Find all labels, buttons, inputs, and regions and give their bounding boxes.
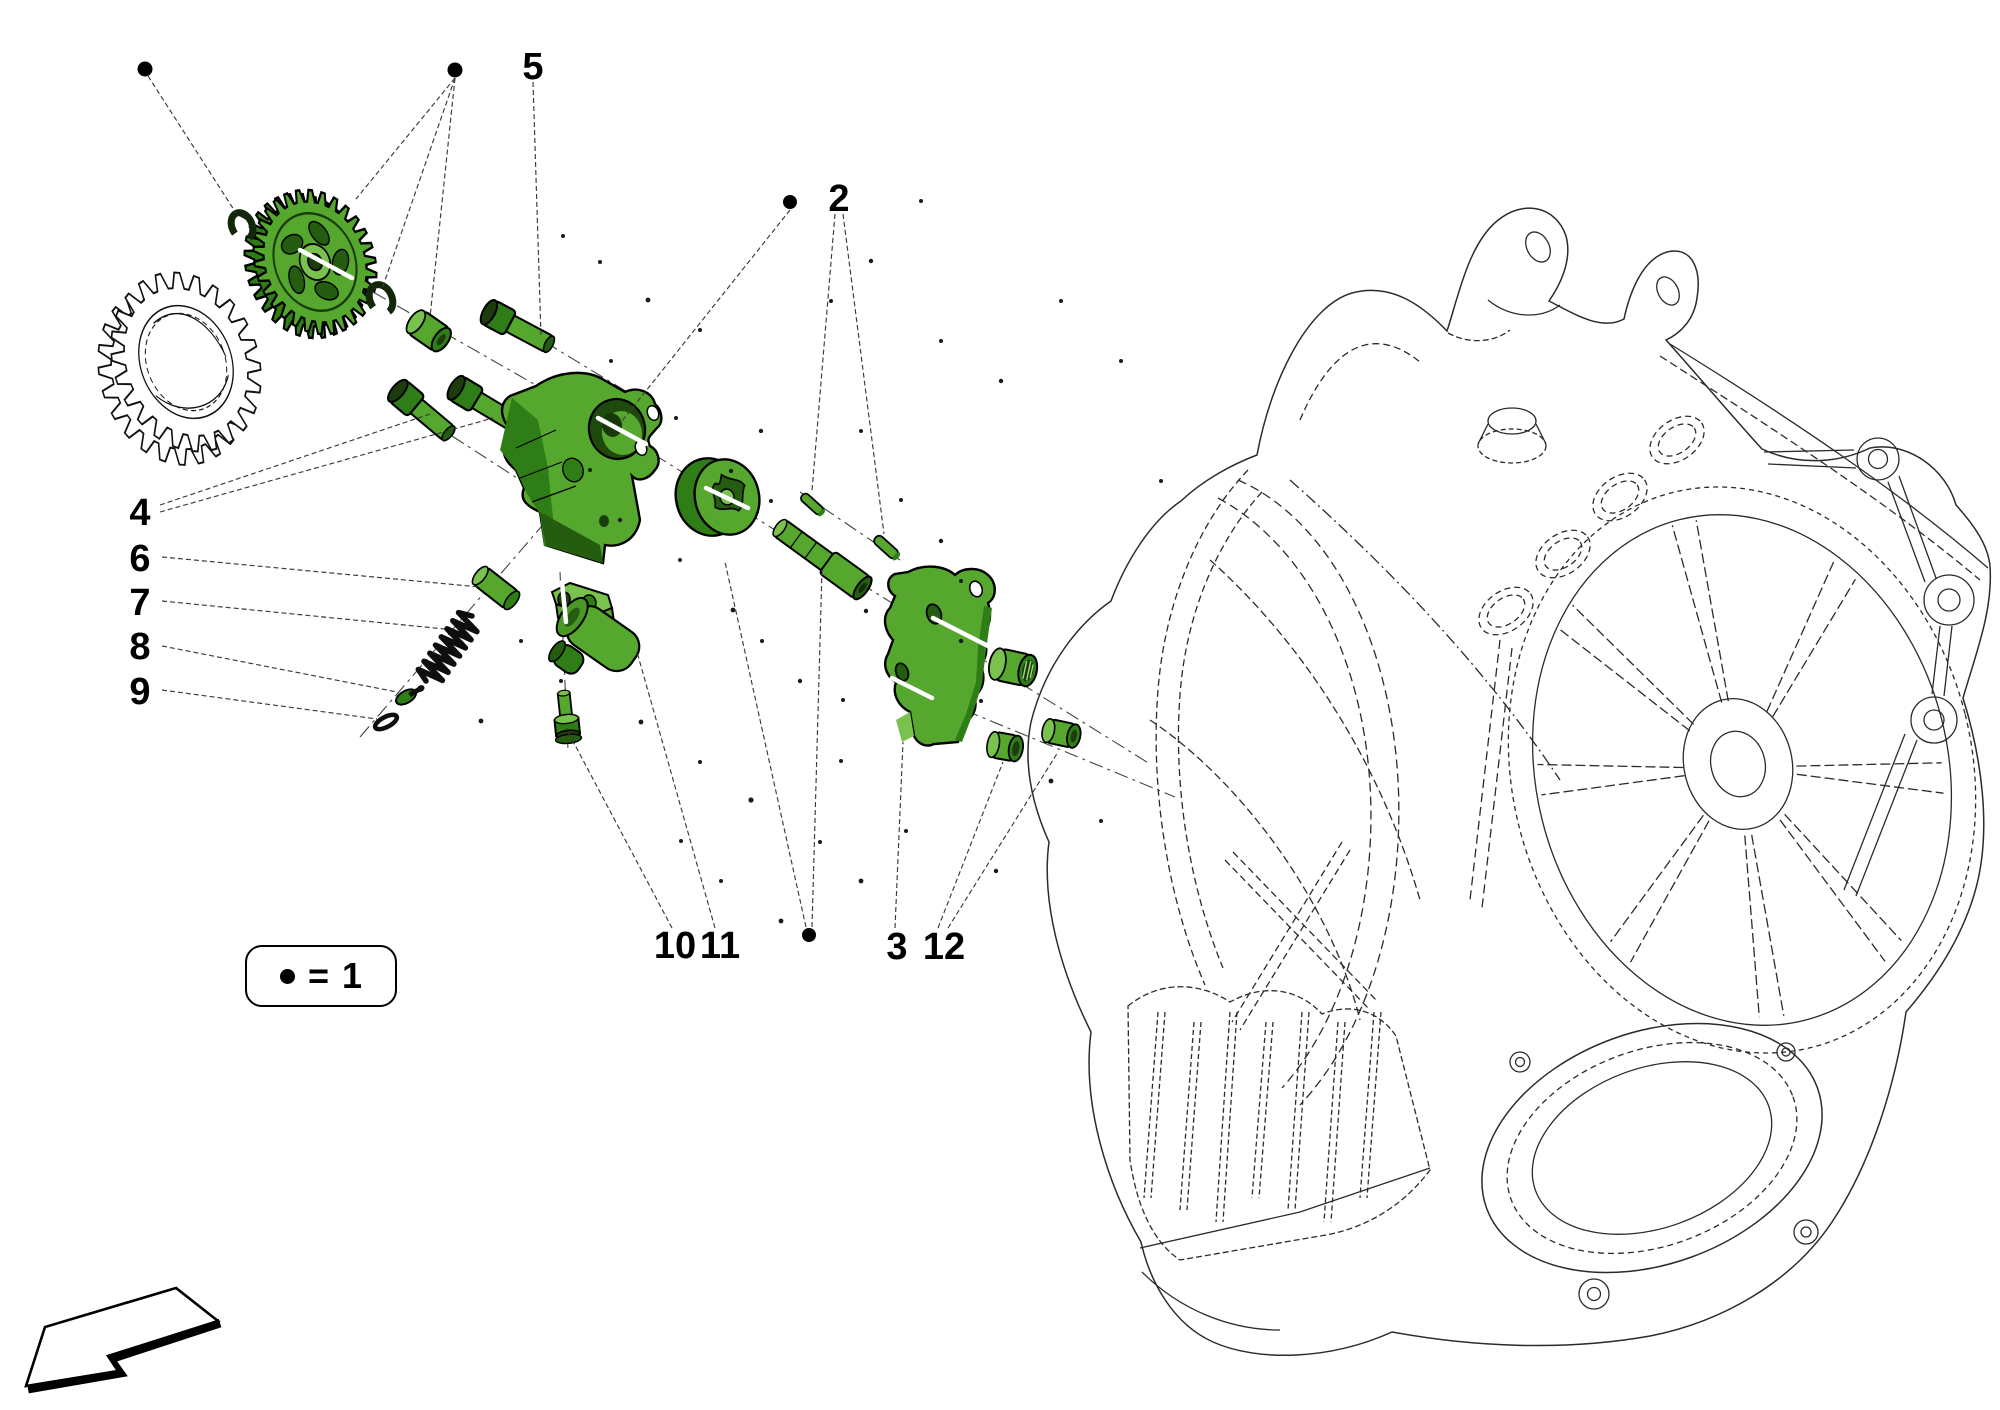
bolt-10 xyxy=(553,689,583,745)
circlip-icon xyxy=(365,281,397,317)
oil-pump-sprocket xyxy=(243,188,378,340)
bolt-5 xyxy=(479,298,556,354)
bullet-icon xyxy=(802,928,816,942)
circlip-icon xyxy=(227,209,257,243)
bushing xyxy=(1041,718,1082,749)
sprocket-spacer xyxy=(405,309,452,353)
bullet-icon xyxy=(137,61,153,77)
assembly-bullet-markers xyxy=(137,61,816,942)
oil-pump-body xyxy=(500,371,663,565)
stipple-dots xyxy=(478,199,1163,924)
gearbox-housing-line-art xyxy=(1027,207,1992,1357)
bullet-icon xyxy=(447,62,463,78)
relief-valve-spring xyxy=(415,609,480,684)
oil-jet-roller xyxy=(548,581,641,675)
bullet-icon xyxy=(783,195,797,209)
callout-lines xyxy=(147,75,1059,929)
bolt-4a xyxy=(387,378,456,442)
legend-equals: = xyxy=(307,955,329,996)
pump-rotor xyxy=(674,457,761,537)
callout-label-4: 4 xyxy=(129,492,151,534)
callout-label-2: 2 xyxy=(828,178,850,220)
callout-label-10: 10 xyxy=(653,925,697,967)
callout-label-9: 9 xyxy=(129,671,151,713)
callout-label-8: 8 xyxy=(129,626,151,668)
valve-poppet xyxy=(395,685,425,706)
pump-cover xyxy=(883,565,996,747)
legend-box: = 1 xyxy=(245,945,397,1007)
dowel-pin xyxy=(873,534,901,561)
pump-shaft xyxy=(772,518,873,601)
callout-label-11: 11 xyxy=(699,925,741,967)
callout-label-7: 7 xyxy=(129,582,151,624)
idler-gear-outline xyxy=(97,271,262,466)
axis-highlights xyxy=(297,247,993,701)
valve-seat-washer xyxy=(372,712,400,732)
legend-value: 1 xyxy=(342,955,363,996)
knurled-bushing xyxy=(988,647,1039,688)
callout-label-5: 5 xyxy=(522,46,544,88)
callout-label-3: 3 xyxy=(886,926,908,968)
dowel-pin xyxy=(800,492,826,517)
direction-arrow-icon xyxy=(24,1286,222,1394)
relief-valve-plug xyxy=(471,565,521,611)
callout-label-6: 6 xyxy=(129,538,151,580)
legend-bullet-icon xyxy=(279,968,295,984)
callout-label-12: 12 xyxy=(922,926,966,968)
bushing xyxy=(986,730,1025,763)
